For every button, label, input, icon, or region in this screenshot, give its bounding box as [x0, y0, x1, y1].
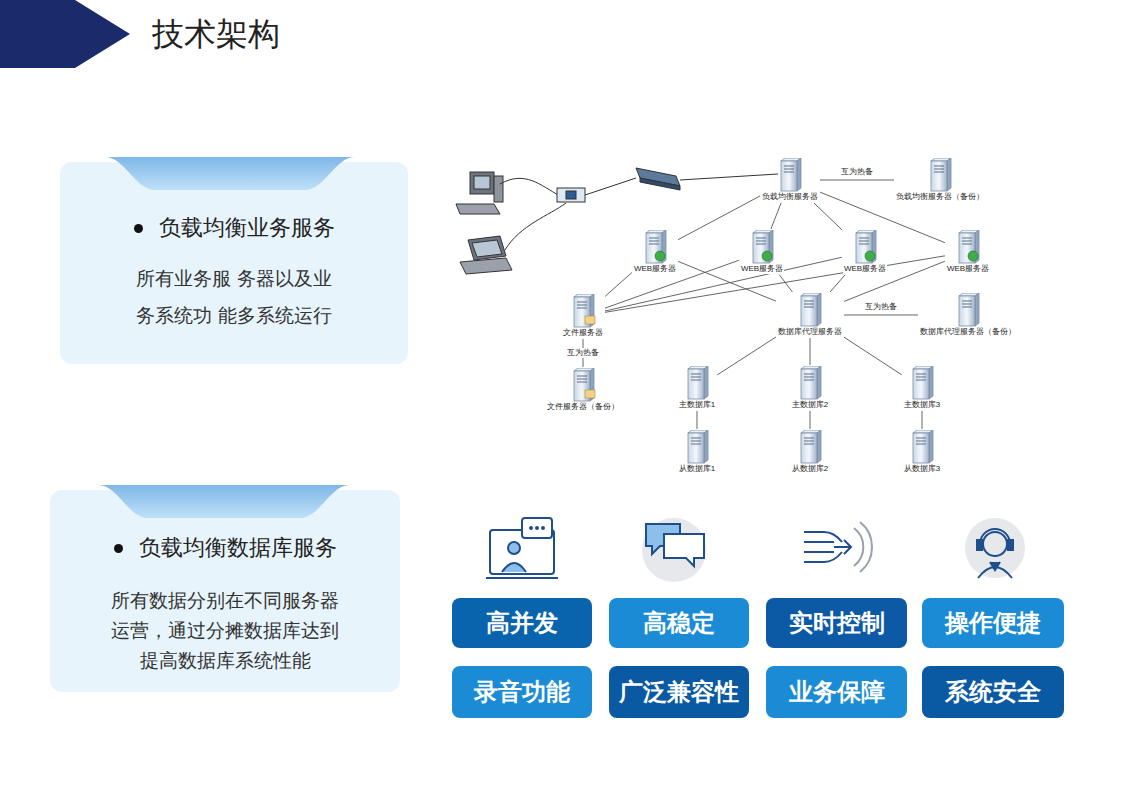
server-icon: [684, 366, 710, 400]
server-icon: [797, 430, 823, 464]
server-label: 主数据库1: [678, 400, 716, 410]
server-label: WEB服务器: [633, 264, 677, 274]
server-icon: [955, 293, 981, 327]
panel-tab: [60, 162, 408, 202]
link-label: 互为热备: [839, 167, 875, 177]
feature-button: 广泛兼容性: [609, 666, 749, 718]
bullet-dot: [114, 544, 123, 553]
button-label: 实时控制: [789, 607, 885, 639]
page-title: 技术架构: [152, 12, 280, 56]
server-icon: [777, 158, 803, 192]
panel-heading-row: 负载均衡业务服务: [134, 210, 335, 246]
server-node: WEB服务器: [633, 230, 677, 274]
panel-body: 所有数据分别在不同服务器 运营，通过分摊数据库达到 提高数据库系统性能: [80, 586, 370, 676]
button-label: 业务保障: [789, 676, 885, 708]
server-label: 从数据库2: [791, 464, 829, 474]
network-link: [678, 196, 760, 240]
title-chevron: [0, 0, 130, 68]
client-devices: [456, 168, 778, 274]
network-link: [605, 256, 945, 312]
server-node: 文件服务器（备份）: [546, 368, 620, 412]
server-icon: [927, 158, 953, 192]
link-label: 互为热备: [863, 302, 899, 312]
server-icon: [642, 230, 668, 264]
button-label: 广泛兼容性: [619, 676, 739, 708]
server-icon: [797, 293, 823, 327]
server-label: WEB服务器: [740, 264, 784, 274]
server-label: 数据库代理服务器: [777, 327, 843, 337]
service-panel: 负载均衡数据库服务所有数据分别在不同服务器 运营，通过分摊数据库达到 提高数据库…: [50, 490, 400, 692]
network-link: [844, 315, 918, 316]
network-link: [844, 337, 902, 375]
feature-button: 高并发: [452, 598, 592, 648]
server-label: 从数据库1: [678, 464, 716, 474]
server-node: 从数据库3: [903, 430, 941, 474]
network-link: [809, 338, 810, 365]
server-icon: [570, 294, 596, 328]
server-node: WEB服务器: [843, 230, 887, 274]
network-link: [717, 337, 776, 375]
feature-button: 高稳定: [609, 598, 749, 648]
network-link: [830, 275, 845, 292]
server-label: 负载均衡服务器（备份）: [895, 192, 985, 202]
panel-heading-row: 负载均衡数据库服务: [114, 530, 337, 566]
network-link: [771, 203, 781, 229]
server-node: WEB服务器: [946, 230, 990, 274]
server-icon: [570, 368, 596, 402]
panel-heading: 负载均衡业务服务: [159, 213, 335, 243]
server-label: 主数据库2: [791, 400, 829, 410]
server-node: 主数据库2: [791, 366, 829, 410]
server-node: 负载均衡服务器（备份）: [895, 158, 985, 202]
server-node: 从数据库2: [791, 430, 829, 474]
feature-button: 业务保障: [766, 666, 907, 718]
panel-tab: [50, 490, 400, 530]
network-link: [921, 411, 922, 429]
server-node: 从数据库1: [678, 430, 716, 474]
feature-icons: [486, 518, 1025, 582]
panel-heading: 负载均衡数据库服务: [139, 533, 337, 563]
server-label: 主数据库3: [903, 400, 941, 410]
server-node: 数据库代理服务器（备份）: [919, 293, 1017, 337]
button-label: 录音功能: [474, 676, 570, 708]
network-link: [809, 411, 810, 429]
server-icon: [852, 230, 878, 264]
button-label: 操作便捷: [945, 607, 1041, 639]
network-link: [696, 411, 697, 429]
link-label: 互为热备: [565, 348, 601, 358]
server-label: 从数据库3: [903, 464, 941, 474]
network-link: [820, 180, 894, 181]
feature-button: 操作便捷: [922, 598, 1064, 648]
feature-button: 实时控制: [766, 598, 907, 648]
network-link: [780, 275, 793, 292]
server-node: 主数据库1: [678, 366, 716, 410]
server-node: 文件服务器: [562, 294, 604, 338]
panel-body: 所有业务服 务器以及业 务系统功 能多系统运行: [114, 260, 354, 334]
button-label: 系统安全: [945, 676, 1041, 708]
server-icon: [749, 230, 775, 264]
server-node: 主数据库3: [903, 366, 941, 410]
server-icon: [955, 230, 981, 264]
server-label: 负载均衡服务器: [761, 192, 819, 202]
server-icon: [684, 430, 710, 464]
server-node: 负载均衡服务器: [761, 158, 819, 202]
network-link: [814, 203, 842, 230]
server-label: WEB服务器: [946, 264, 990, 274]
server-icon: [909, 430, 935, 464]
server-icon: [797, 366, 823, 400]
feature-button: 系统安全: [922, 666, 1064, 718]
feature-button: 录音功能: [452, 666, 592, 718]
server-node: 数据库代理服务器: [777, 293, 843, 337]
button-label: 高稳定: [643, 607, 715, 639]
server-label: 文件服务器: [562, 328, 604, 338]
server-icon: [909, 366, 935, 400]
server-label: 文件服务器（备份）: [546, 402, 620, 412]
server-label: WEB服务器: [843, 264, 887, 274]
server-label: 数据库代理服务器（备份）: [919, 327, 1017, 337]
bullet-dot: [134, 224, 143, 233]
network-link: [605, 273, 632, 297]
button-label: 高并发: [486, 607, 558, 639]
service-panel: 负载均衡业务服务所有业务服 务器以及业 务系统功 能多系统运行: [60, 162, 408, 364]
server-node: WEB服务器: [740, 230, 784, 274]
